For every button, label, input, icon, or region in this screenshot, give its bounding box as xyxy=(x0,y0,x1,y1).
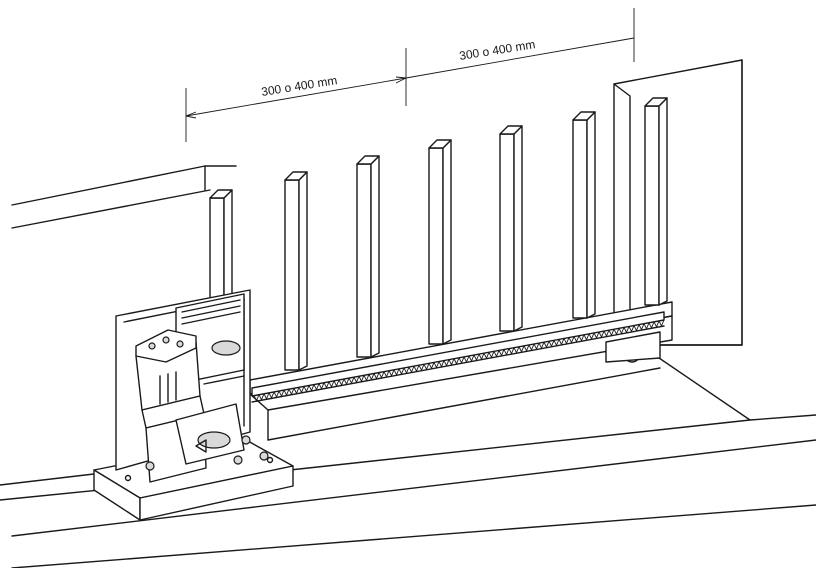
gate-bar-front xyxy=(428,147,444,345)
gate-bar-side xyxy=(658,97,668,306)
gate-bar-front xyxy=(644,105,660,306)
gate-bar-cap xyxy=(572,111,596,121)
gear-motor xyxy=(135,329,269,483)
gate-bar-front xyxy=(572,119,588,319)
gate-bar-cap xyxy=(209,189,233,199)
right-pillar xyxy=(613,59,743,346)
gate-bar-front xyxy=(356,163,372,358)
gate-bar-cap xyxy=(284,171,308,181)
gate-bar-side xyxy=(370,155,380,358)
dimension-label-left: 300 o 400 mm xyxy=(260,73,338,99)
gate-bar-side xyxy=(586,111,596,319)
gate-bar-cap xyxy=(356,155,380,165)
dimension-label-right: 300 o 400 mm xyxy=(458,37,536,63)
gate-bar-side xyxy=(442,139,452,345)
gate-bar-side xyxy=(298,171,308,371)
gate-bar-front xyxy=(284,179,300,371)
left-wall xyxy=(11,165,237,229)
gate-bar-cap xyxy=(499,125,523,135)
gear-rack xyxy=(251,311,665,403)
gate-bar-side xyxy=(513,125,523,332)
gate-bar-cap xyxy=(428,139,452,149)
dimension-lines xyxy=(185,8,635,142)
gate-bar-cap xyxy=(644,97,668,107)
gate-roller xyxy=(605,331,661,363)
gate-bar-front xyxy=(499,133,515,332)
